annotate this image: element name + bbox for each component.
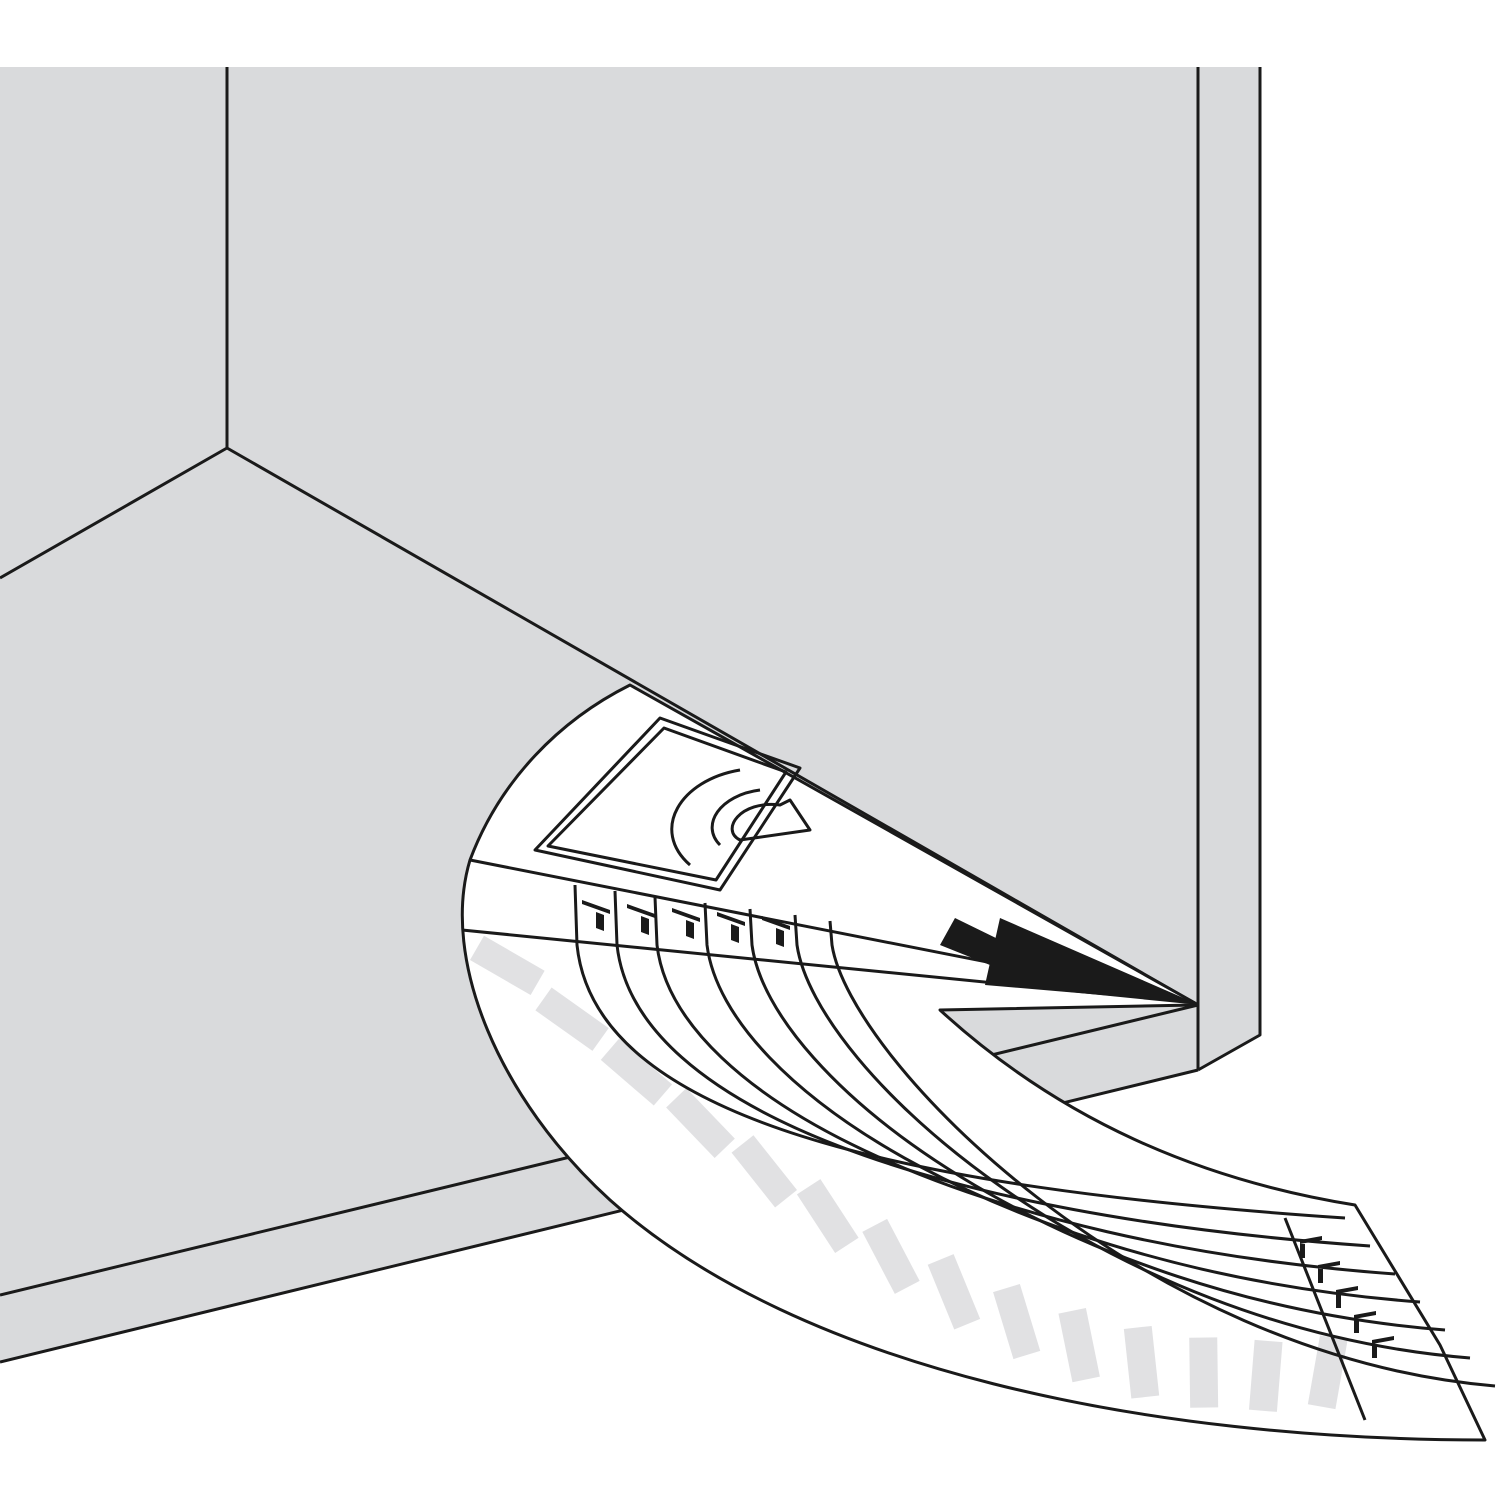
stripe (862, 1218, 920, 1294)
template-end-divider (1283, 1217, 1367, 1421)
stripe (600, 1038, 673, 1106)
radius-arc (653, 896, 1396, 1276)
stripe (993, 1283, 1041, 1360)
stripe (1123, 1325, 1160, 1399)
hole-mark (672, 908, 700, 939)
hole-mark (717, 912, 745, 943)
side-panel-edges (1196, 67, 1262, 1072)
radius-arc (613, 890, 1371, 1248)
stripe-pattern (469, 935, 1348, 1412)
radius-arc (573, 884, 1346, 1220)
stripe (731, 1135, 798, 1208)
hole-mark (1318, 1261, 1340, 1283)
hole-mark (627, 904, 655, 935)
drilling-template (460, 683, 1496, 1442)
stripe (469, 935, 545, 995)
hinge-cup-symbol (533, 716, 812, 892)
hole-mark (582, 900, 610, 931)
hole-mark (1372, 1336, 1394, 1358)
hole-mark (762, 916, 790, 947)
radius-arcs (573, 884, 1496, 1388)
stripe (535, 987, 609, 1051)
stripe (666, 1088, 735, 1159)
stripe (927, 1254, 981, 1330)
hole-mark (1300, 1236, 1322, 1258)
hole-mark (1336, 1286, 1358, 1308)
radius-arc (793, 914, 1471, 1360)
stripe (1248, 1339, 1283, 1412)
stripe (1058, 1308, 1100, 1383)
stripe (796, 1179, 859, 1254)
radius-arc (703, 902, 1421, 1304)
hole-position-marks (582, 900, 1394, 1358)
pointer-arrow (940, 918, 1195, 1003)
hole-mark (1354, 1311, 1376, 1333)
radius-arc (748, 908, 1446, 1332)
stripe (1189, 1337, 1219, 1408)
